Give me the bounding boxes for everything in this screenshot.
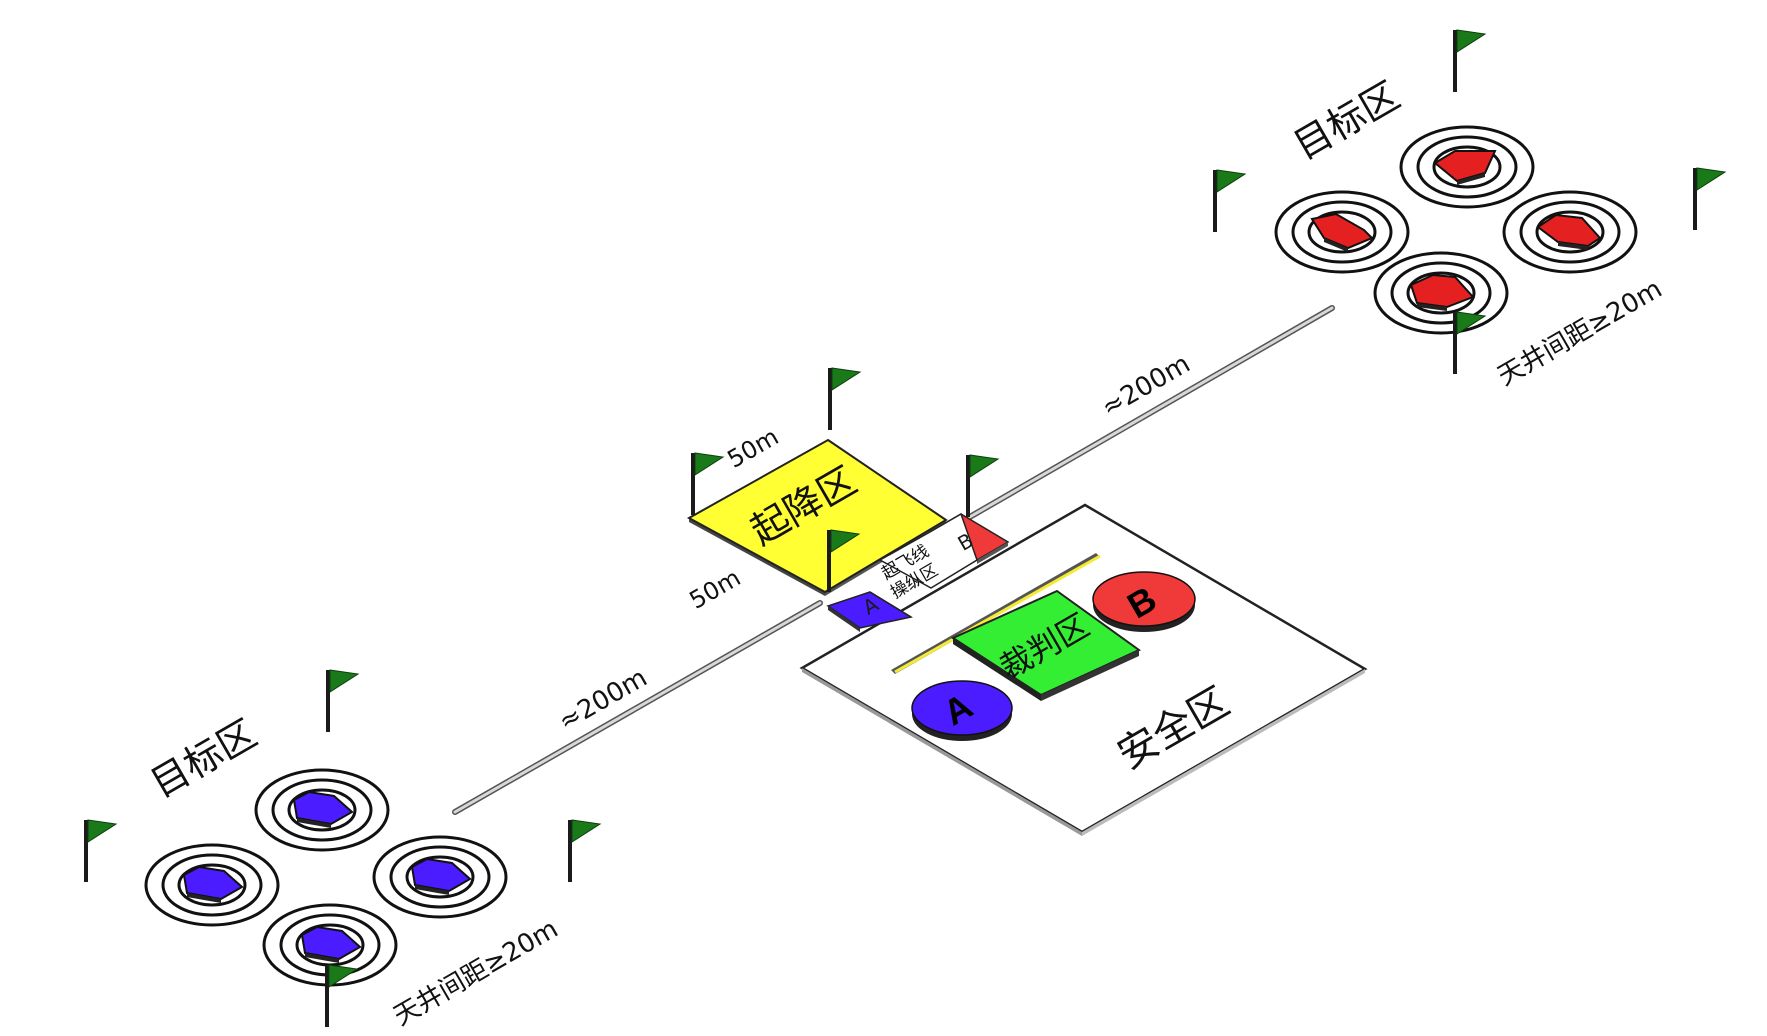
labels: 起降区 50m 50m 起飞线 操纵区 A B 裁判区 安全区 A B ≈200…: [143, 73, 1667, 1032]
dim-50m-left-label: 50m: [685, 563, 746, 614]
target-well-icon: [1399, 125, 1535, 209]
flag-icon: [1692, 167, 1726, 231]
team-a-badge: [911, 680, 1013, 741]
takeoff-landing-zone: [686, 438, 1010, 632]
target-well-icon: [1502, 190, 1638, 274]
referee-area: [891, 553, 1141, 701]
target-zone-bottom-label: 目标区: [143, 711, 264, 806]
target-well-icon: [372, 835, 508, 919]
flag-icon: [827, 367, 861, 431]
flag-icon: [567, 819, 601, 883]
well-spacing-bottom-label: 天井间距≥20m: [389, 914, 564, 1032]
flag-icon: [83, 819, 117, 883]
target-zone-top: [1274, 125, 1638, 335]
route-lines: [452, 305, 1335, 815]
flag-icon: [1212, 169, 1246, 233]
target-well-icon: [254, 768, 390, 852]
target-well-icon: [1373, 251, 1509, 335]
well-spacing-top-label: 天井间距≥20m: [1493, 274, 1668, 392]
team-b-badge: [1092, 571, 1196, 632]
target-well-icon: [144, 843, 280, 927]
target-zone-top-label: 目标区: [1286, 73, 1407, 168]
flag-icon: [325, 669, 359, 733]
target-well-icon: [1274, 190, 1410, 274]
dim-50m-top-label: 50m: [723, 422, 784, 473]
flag-icon: [1452, 29, 1486, 93]
control-area: [878, 512, 978, 589]
target-zone-bottom: [144, 768, 508, 987]
